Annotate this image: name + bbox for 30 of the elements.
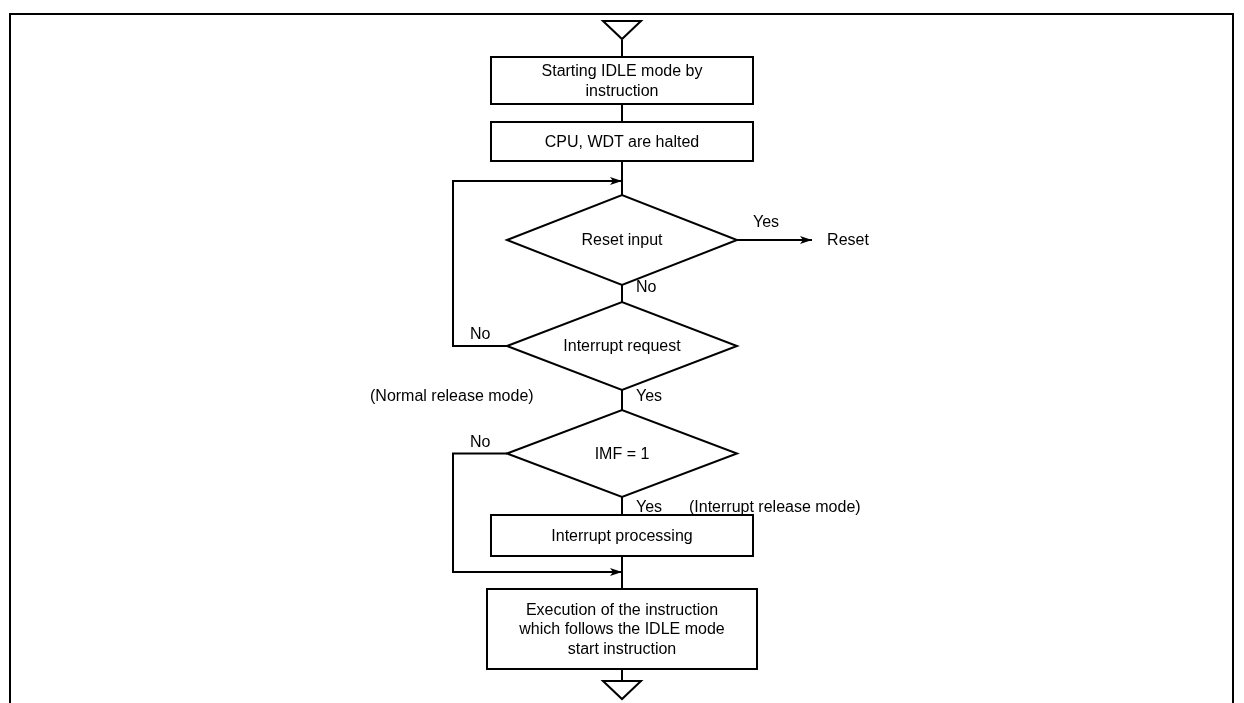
edge-label: Yes [636,386,663,406]
connector-line [621,104,623,122]
arrow [736,236,813,244]
decision-text: IMF = 1 [594,443,650,464]
edge-label: Yes [636,497,663,517]
decision-diamond [507,302,737,390]
edge-label: No [636,277,657,297]
process-box: CPU, WDT are halted [490,121,754,162]
connector-triangle [602,680,642,700]
process-box: Starting IDLE mode by instruction [490,56,754,105]
decision-text: Interrupt request [563,336,681,356]
edge-label: No [470,432,491,452]
connector-line [621,389,623,411]
connector-line [621,669,623,681]
connector-triangle [602,20,642,40]
connector-line [621,496,623,515]
connector-line [621,39,623,57]
connector-line [621,161,623,196]
note-text: (Interrupt release mode) [689,497,861,517]
arrow [452,452,623,576]
edge-label: Yes [753,212,780,232]
note-text: (Normal release mode) [370,386,534,406]
decision-diamond [507,410,737,497]
process-box: Interrupt processing [490,514,754,557]
arrow [452,177,623,347]
edge-label: No [470,324,491,344]
process-box: Execution of the instruction which follows the IDLE mode start instruction [486,588,758,670]
decision-text: Reset input [581,230,663,250]
terminal-label: Reset [818,229,878,251]
connector-line [621,556,623,589]
